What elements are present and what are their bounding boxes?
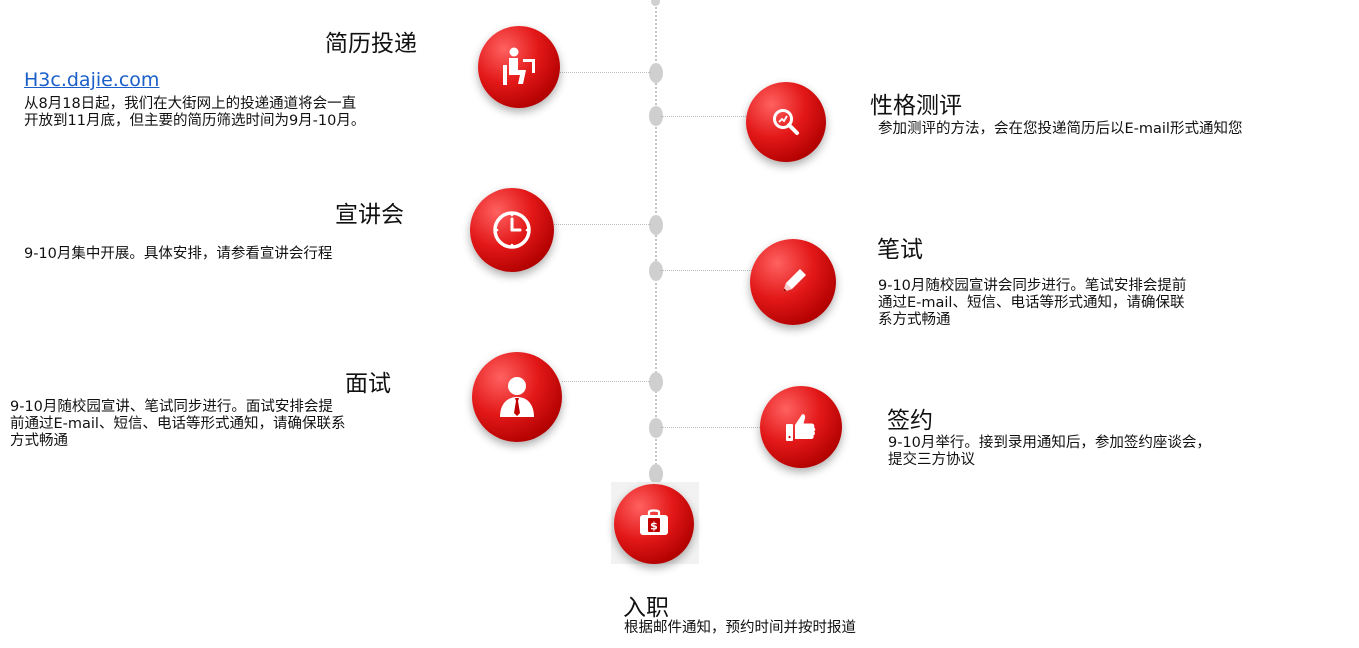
- presentation-step-badge: [470, 188, 554, 272]
- onboarding-step-badge: $: [614, 484, 694, 564]
- step-title-onboarding: 入职: [623, 595, 669, 621]
- timeline-node-written-test: [649, 261, 663, 281]
- timeline-node-onboarding: [649, 464, 663, 484]
- timeline-node-personality: [649, 106, 663, 126]
- step-title-presentation: 宣讲会: [335, 202, 404, 228]
- step-title-signing: 签约: [887, 408, 933, 434]
- money-bag-icon: $: [635, 505, 673, 543]
- step-desc-interview: 9-10月随校园宣讲、笔试同步进行。面试安排会提 前通过E-mail、短信、电话…: [10, 399, 345, 450]
- timeline-node-interview: [649, 372, 663, 392]
- step-desc-written-test-line1: 9-10月随校园宣讲会同步进行。笔试安排会提前: [878, 278, 1187, 294]
- connector-interview: [562, 381, 651, 382]
- clock-icon: [489, 207, 535, 253]
- thumbs-up-icon: [781, 407, 821, 447]
- step-desc-interview-line2: 前通过E-mail、短信、电话等形式通知，请确保联系: [10, 416, 346, 432]
- timeline-spine: [655, 0, 657, 480]
- step-desc-personality: 参加测评的方法，会在您投递简历后以E-mail形式通知您: [878, 121, 1243, 137]
- timeline-node-resume: [649, 63, 663, 83]
- connector-resume: [555, 72, 651, 73]
- magnifier-chart-icon: [769, 105, 803, 139]
- step-title-interview: 面试: [345, 371, 391, 397]
- step-desc-interview-line1: 9-10月随校园宣讲、笔试同步进行。面试安排会提: [10, 399, 333, 415]
- step-desc-resume-line2: 开放到11月底，但主要的简历筛选时间为9月-10月。: [24, 113, 366, 129]
- written-test-step-badge: [750, 239, 836, 325]
- step-title-written-test: 笔试: [877, 237, 923, 263]
- step-title-personality: 性格测评: [870, 93, 962, 119]
- resume-step-badge: [478, 26, 560, 108]
- timeline-node-signing: [649, 418, 663, 438]
- personality-step-badge: [746, 82, 826, 162]
- connector-personality: [660, 116, 752, 117]
- connector-written-test: [660, 270, 754, 271]
- step-desc-written-test: 9-10月随校园宣讲会同步进行。笔试安排会提前 通过E-mail、短信、电话等形…: [878, 278, 1186, 329]
- step-desc-resume-line1: 从8月18日起，我们在大街网上的投递通道将会一直: [24, 96, 357, 112]
- connector-presentation: [550, 224, 651, 225]
- timeline-node-presentation: [649, 215, 663, 235]
- step-desc-resume: 从8月18日起，我们在大街网上的投递通道将会一直 开放到11月底，但主要的简历筛…: [24, 96, 365, 130]
- interview-step-badge: [472, 352, 562, 442]
- step-title-resume: 简历投递: [325, 31, 417, 57]
- step-desc-signing-line1: 9-10月举行。接到录用通知后，参加签约座谈会，: [888, 435, 1211, 451]
- step-desc-interview-line3: 方式畅通: [10, 433, 68, 449]
- person-tie-icon: [493, 373, 541, 421]
- step-desc-written-test-line2: 通过E-mail、短信、电话等形式通知，请确保联: [878, 295, 1185, 311]
- step-desc-written-test-line3: 系方式畅通: [878, 312, 951, 328]
- step-desc-presentation: 9-10月集中开展。具体安排，请参看宣讲会行程: [24, 246, 333, 262]
- timeline-top-cap: [651, 0, 660, 6]
- person-at-desk-icon: [497, 45, 541, 89]
- dajie-link[interactable]: H3c.dajie.com: [24, 69, 160, 91]
- connector-signing: [660, 427, 760, 428]
- step-desc-signing-line2: 提交三方协议: [888, 452, 975, 468]
- pencil-icon: [775, 264, 811, 300]
- step-desc-onboarding: 根据邮件通知，预约时间并按时报道: [624, 620, 856, 636]
- signing-step-badge: [760, 386, 842, 468]
- step-desc-signing: 9-10月举行。接到录用通知后，参加签约座谈会， 提交三方协议: [888, 435, 1211, 469]
- svg-text:$: $: [650, 520, 658, 533]
